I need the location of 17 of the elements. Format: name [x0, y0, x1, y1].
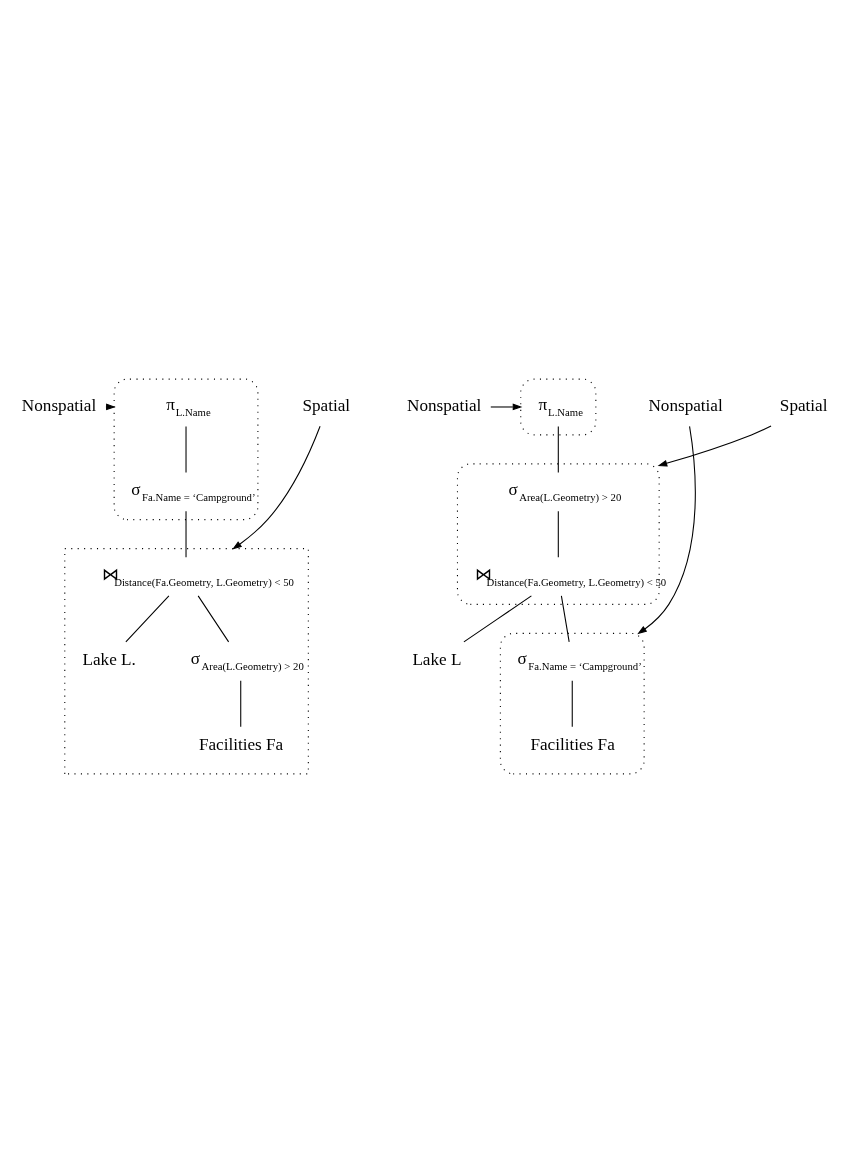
node-text: Nonspatial — [647, 395, 723, 415]
node-text: Lake L — [411, 649, 461, 669]
node-text: Nonspatial — [406, 395, 481, 415]
node-text: σ$_{Fa.Name = ‘Campground’}$ — [517, 648, 642, 672]
node-text: Facilities Fa — [529, 734, 615, 754]
node-text: Lake L. — [81, 649, 136, 669]
node-text: σ$_{Fa.Name = ‘Campground’}$ — [130, 479, 256, 503]
node-text: ⋈$_{Distance(Fa.Geometry, L.Geometry) < 50}$ — [101, 564, 294, 587]
node-text: Spatial — [301, 395, 350, 415]
node-text: Spatial — [779, 395, 827, 415]
node-text: π$_{L.Name}$ — [537, 394, 583, 418]
node-text: Nonspatial — [21, 395, 96, 415]
node-text: Facilities Fa — [198, 734, 283, 754]
node-text: σ$_{Area(L.Geometry) > 20}$ — [507, 479, 621, 503]
node-text: σ$_{Area(L.Geometry) > 20}$ — [190, 648, 304, 672]
node-text: ⋈$_{Distance(Fa.Geometry, L.Geometry) < 50}$ — [474, 564, 666, 587]
node-text: π$_{L.Name}$ — [165, 394, 211, 418]
